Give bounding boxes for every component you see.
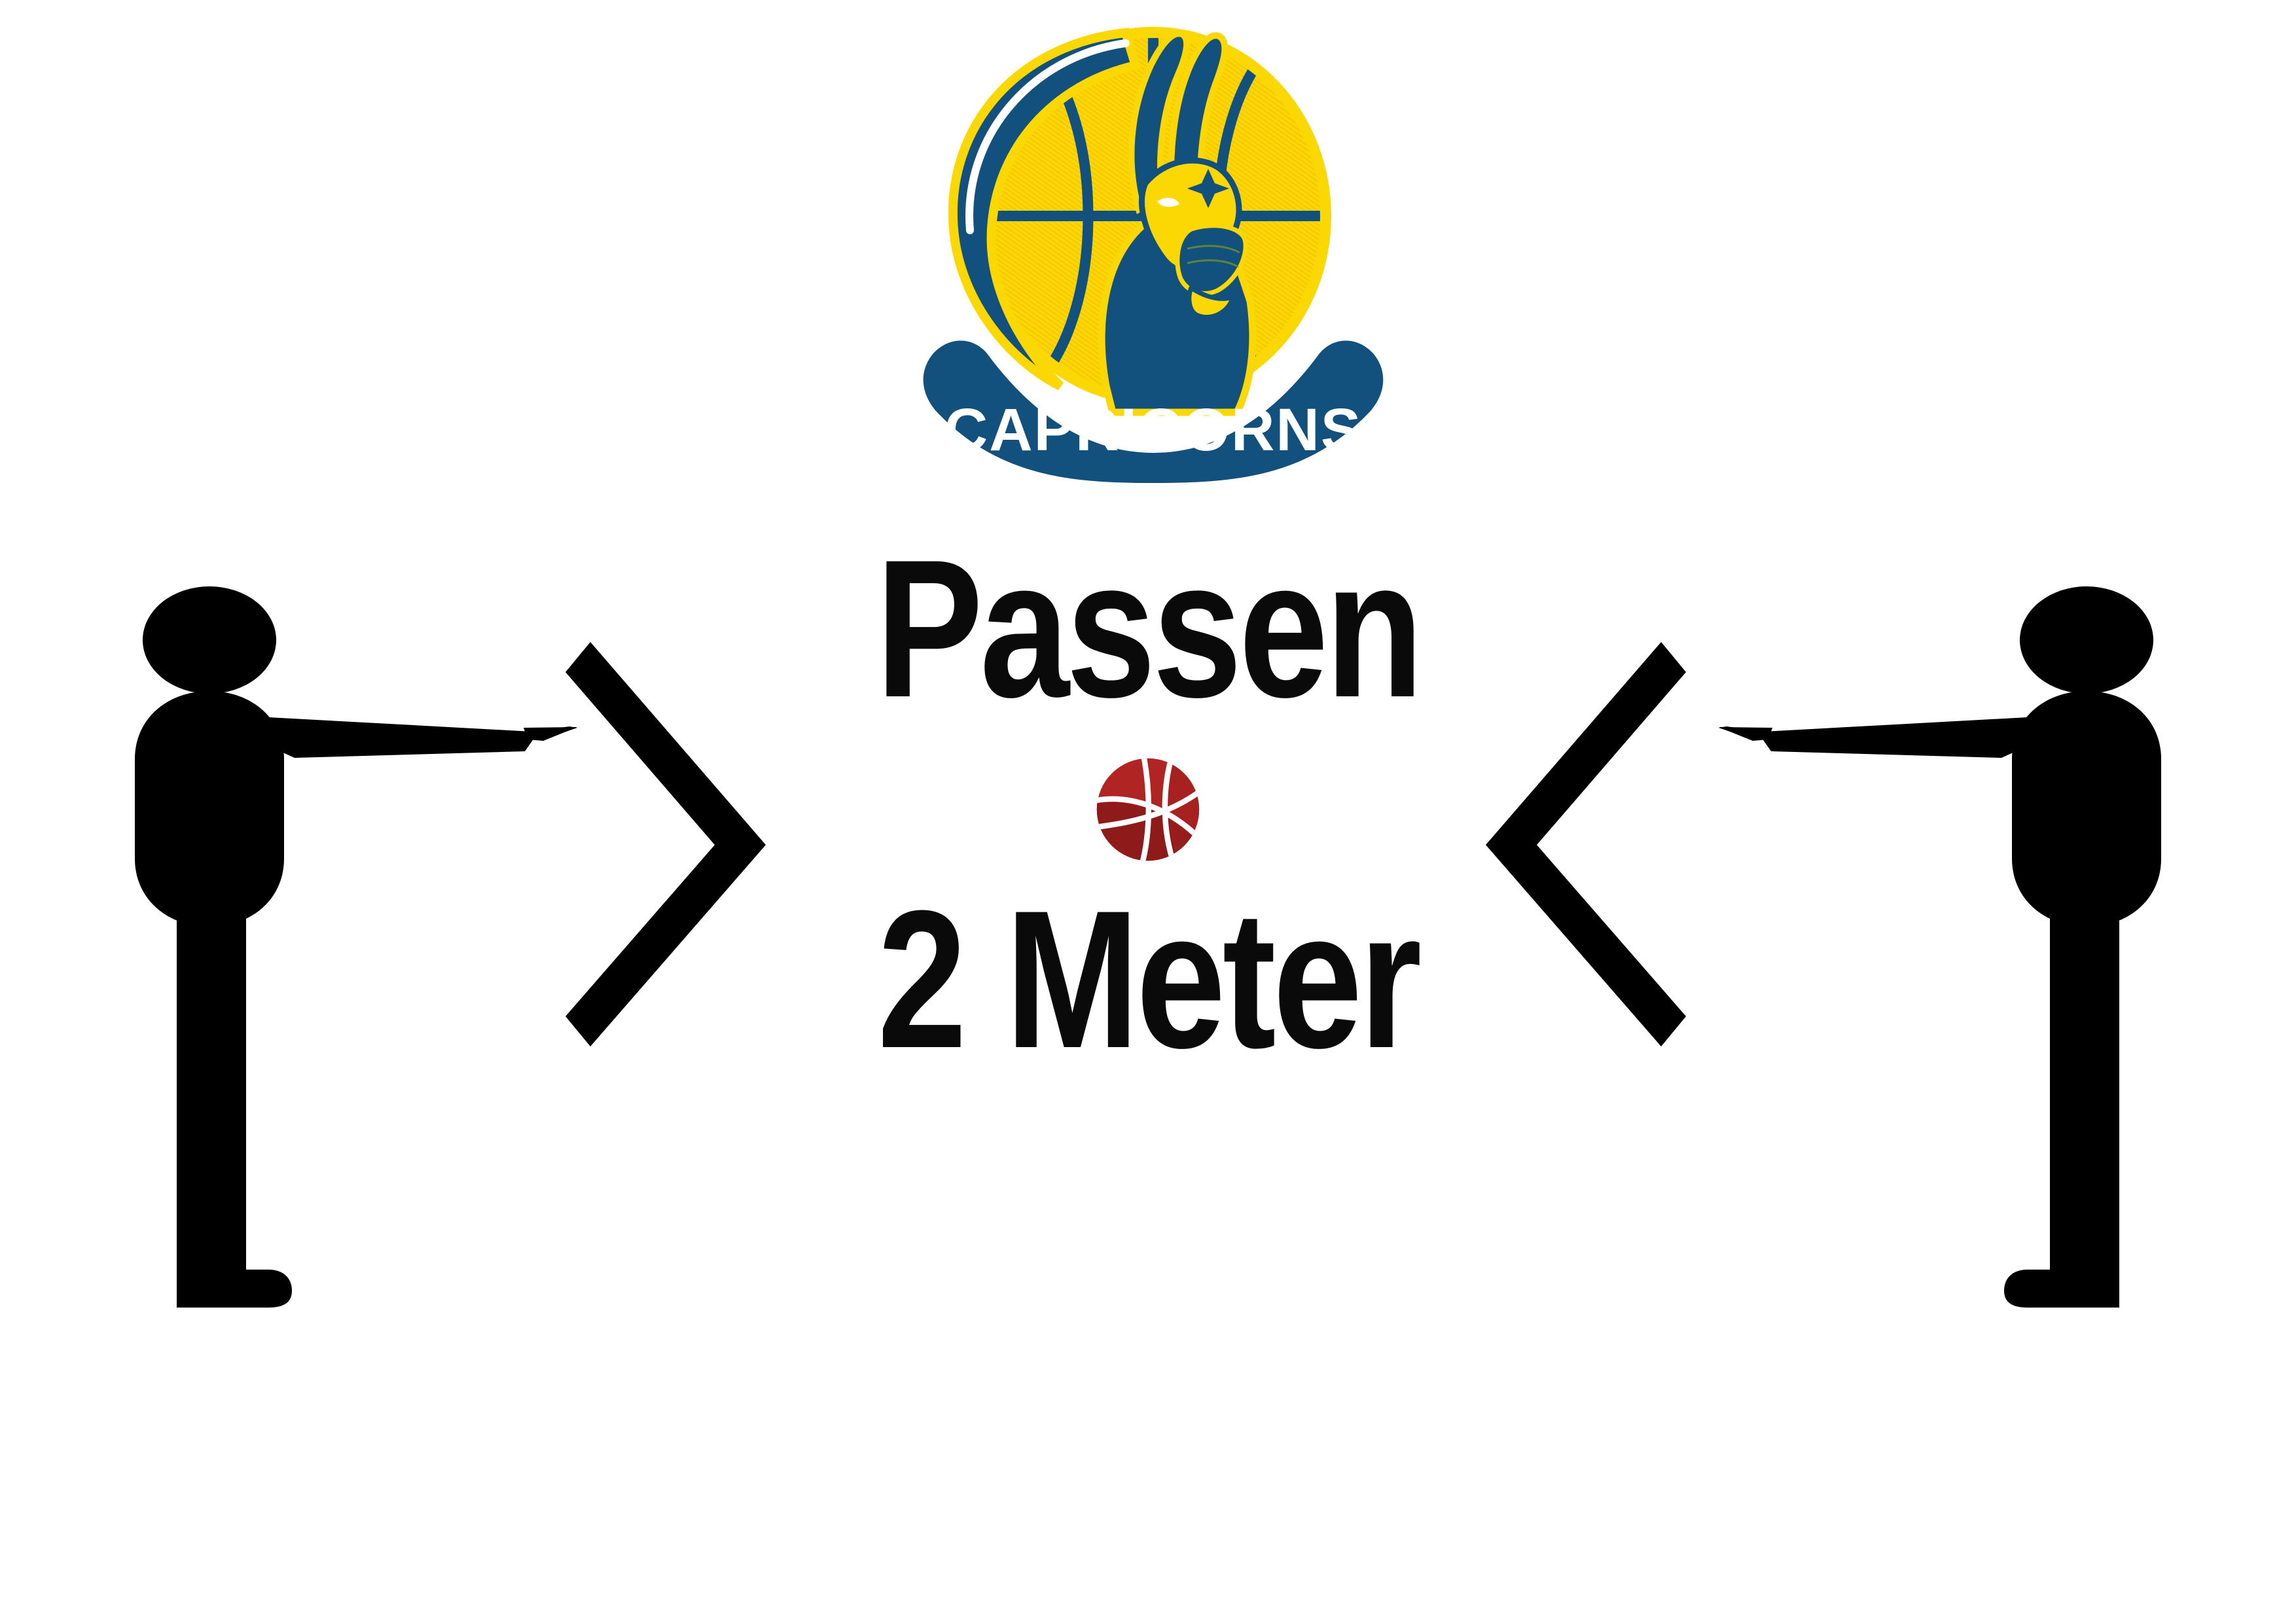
figure-foot xyxy=(2004,1270,2119,1308)
figure-hand xyxy=(1719,727,1772,741)
logo-goat-star xyxy=(1187,169,1229,208)
basketball-wrapper xyxy=(657,741,1639,878)
chevron-right-icon xyxy=(556,625,779,1063)
figure-torso xyxy=(2012,691,2161,927)
logo-goat-horn-left xyxy=(1128,30,1191,215)
person-pointing-left-icon xyxy=(1687,576,2185,1361)
club-logo: CAPRICORNS xyxy=(910,20,1394,484)
figure-head xyxy=(143,586,276,694)
chevron-right-shape xyxy=(565,642,766,1046)
logo-goat-eye xyxy=(1157,198,1179,207)
figure-foot xyxy=(177,1270,292,1308)
chevron-left-shape xyxy=(1486,642,1686,1046)
basketball-icon xyxy=(1096,758,1200,861)
headline-line-distance: 2 Meter xyxy=(877,869,1422,1089)
figure-head xyxy=(2020,586,2153,694)
logo-banner-text: CAPRICORNS xyxy=(944,397,1362,463)
logo-goat-beard xyxy=(1187,284,1237,319)
person-pointing-right-icon xyxy=(111,576,609,1361)
figure-leg xyxy=(177,915,246,1308)
logo-banner-ribbon xyxy=(923,340,1384,483)
figure-hand xyxy=(524,727,577,741)
figure-arm xyxy=(268,717,577,758)
figure-torso xyxy=(135,691,284,927)
figure-leg xyxy=(2050,915,2119,1308)
figure-arm xyxy=(1719,717,2028,758)
headline-block: Passen 2 Meter xyxy=(657,530,1639,1077)
headline-line-passen: Passen xyxy=(875,518,1424,738)
chevron-left-icon xyxy=(1473,625,1695,1063)
